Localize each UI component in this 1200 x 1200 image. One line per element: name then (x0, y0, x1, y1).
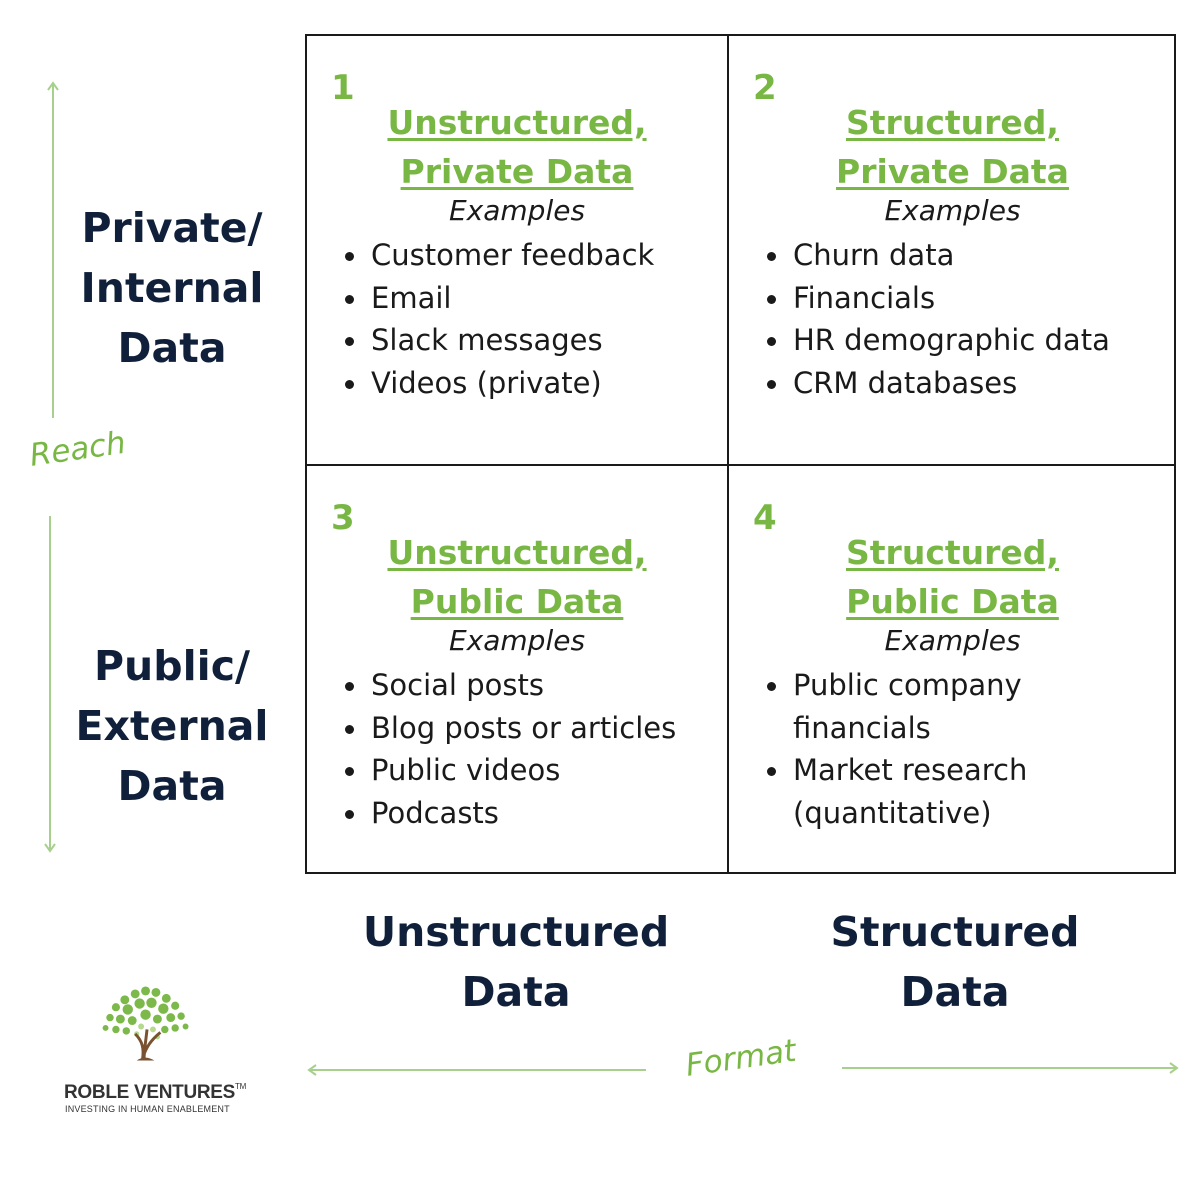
list-item: Videos (private) (345, 362, 751, 405)
quadrant-grid: 1 Unstructured, Private Data Examples Cu… (305, 34, 1176, 874)
examples-list: Churn data Financials HR demographic dat… (767, 234, 1173, 404)
grid-divider-horizontal (307, 464, 1174, 466)
list-item: Email (345, 277, 751, 320)
examples-list: Customer feedback Email Slack messages V… (345, 234, 751, 404)
quadrant-title-line: Structured, (846, 533, 1059, 572)
list-item: Financials (767, 277, 1173, 320)
quadrant-4: 4 Structured, Public Data Examples Publi… (729, 466, 1176, 874)
list-item: Public videos (345, 749, 751, 792)
row-label-line: Public/ (94, 642, 250, 690)
vertical-axis-arrow-down (44, 516, 56, 853)
examples-label: Examples (448, 194, 586, 227)
row-label-line: Internal (80, 264, 264, 312)
examples-label: Examples (448, 624, 586, 657)
quadrant-1: 1 Unstructured, Private Data Examples Cu… (307, 36, 727, 464)
list-item: Churn data (767, 234, 1173, 277)
list-item: Market research (quantitative) (767, 749, 1053, 834)
quadrant-title-line: Unstructured, (387, 533, 647, 572)
row-label-private: Private/ Internal Data (52, 198, 292, 378)
examples-list: Public company financials Market researc… (767, 664, 1053, 834)
list-item: Customer feedback (345, 234, 751, 277)
quadrant-title-line: Public Data (846, 582, 1059, 621)
quadrant-number: 1 (331, 68, 355, 108)
quadrant-title-line: Public Data (410, 582, 624, 621)
list-item: HR demographic data (767, 319, 1173, 362)
quadrant-title: Structured, Public Data (729, 528, 1176, 626)
list-item: Social posts (345, 664, 751, 707)
format-axis-label: Format (683, 1032, 799, 1084)
logo-trademark: TM (235, 1082, 246, 1091)
list-item: CRM databases (767, 362, 1173, 405)
list-item: Slack messages (345, 319, 751, 362)
col-label-unstructured: Unstructured Data (306, 902, 726, 1022)
col-label-line: Data (461, 968, 571, 1016)
quadrant-title-line: Private Data (836, 152, 1069, 191)
col-label-line: Structured (830, 908, 1080, 956)
list-item: Blog posts or articles (345, 707, 751, 750)
horizontal-axis-arrow-left (307, 1064, 646, 1076)
row-label-public: Public/ External Data (52, 636, 292, 816)
list-item: Public company financials (767, 664, 1053, 749)
grid-divider-vertical (727, 36, 729, 872)
examples-label: Examples (884, 624, 1021, 657)
row-label-line: External (75, 702, 269, 750)
quadrant-3: 3 Unstructured, Public Data Examples Soc… (307, 466, 727, 874)
col-label-structured: Structured Data (745, 902, 1165, 1022)
examples-label: Examples (884, 194, 1021, 227)
examples-list: Social posts Blog posts or articles Publ… (345, 664, 751, 834)
quadrant-number: 4 (753, 498, 777, 538)
quadrant-title-line: Private Data (400, 152, 634, 191)
quadrant-2: 2 Structured, Private Data Examples Chur… (729, 36, 1176, 464)
col-label-line: Data (900, 968, 1010, 1016)
quadrant-title-line: Structured, (846, 103, 1059, 142)
logo-wordmark: ROBLE VENTURESTM (64, 1082, 246, 1104)
row-label-line: Data (117, 324, 227, 372)
quadrant-title-line: Unstructured, (387, 103, 647, 142)
horizontal-axis-arrow-right (842, 1062, 1179, 1074)
logo-tagline: INVESTING IN HUMAN ENABLEMENT (65, 1104, 230, 1114)
reach-axis-label: Reach (27, 424, 128, 474)
vertical-axis-arrow-up (47, 81, 59, 418)
list-item: Podcasts (345, 792, 751, 835)
tree-logo-icon (102, 986, 189, 1061)
row-label-line: Private/ (81, 204, 263, 252)
quadrant-title: Unstructured, Private Data (307, 98, 727, 196)
logo-name: ROBLE VENTURES (64, 1082, 236, 1103)
row-label-line: Data (117, 762, 227, 810)
quadrant-number: 2 (753, 68, 777, 108)
col-label-line: Unstructured (362, 908, 670, 956)
quadrant-title: Unstructured, Public Data (307, 528, 727, 626)
quadrant-number: 3 (331, 498, 355, 538)
quadrant-title: Structured, Private Data (729, 98, 1176, 196)
